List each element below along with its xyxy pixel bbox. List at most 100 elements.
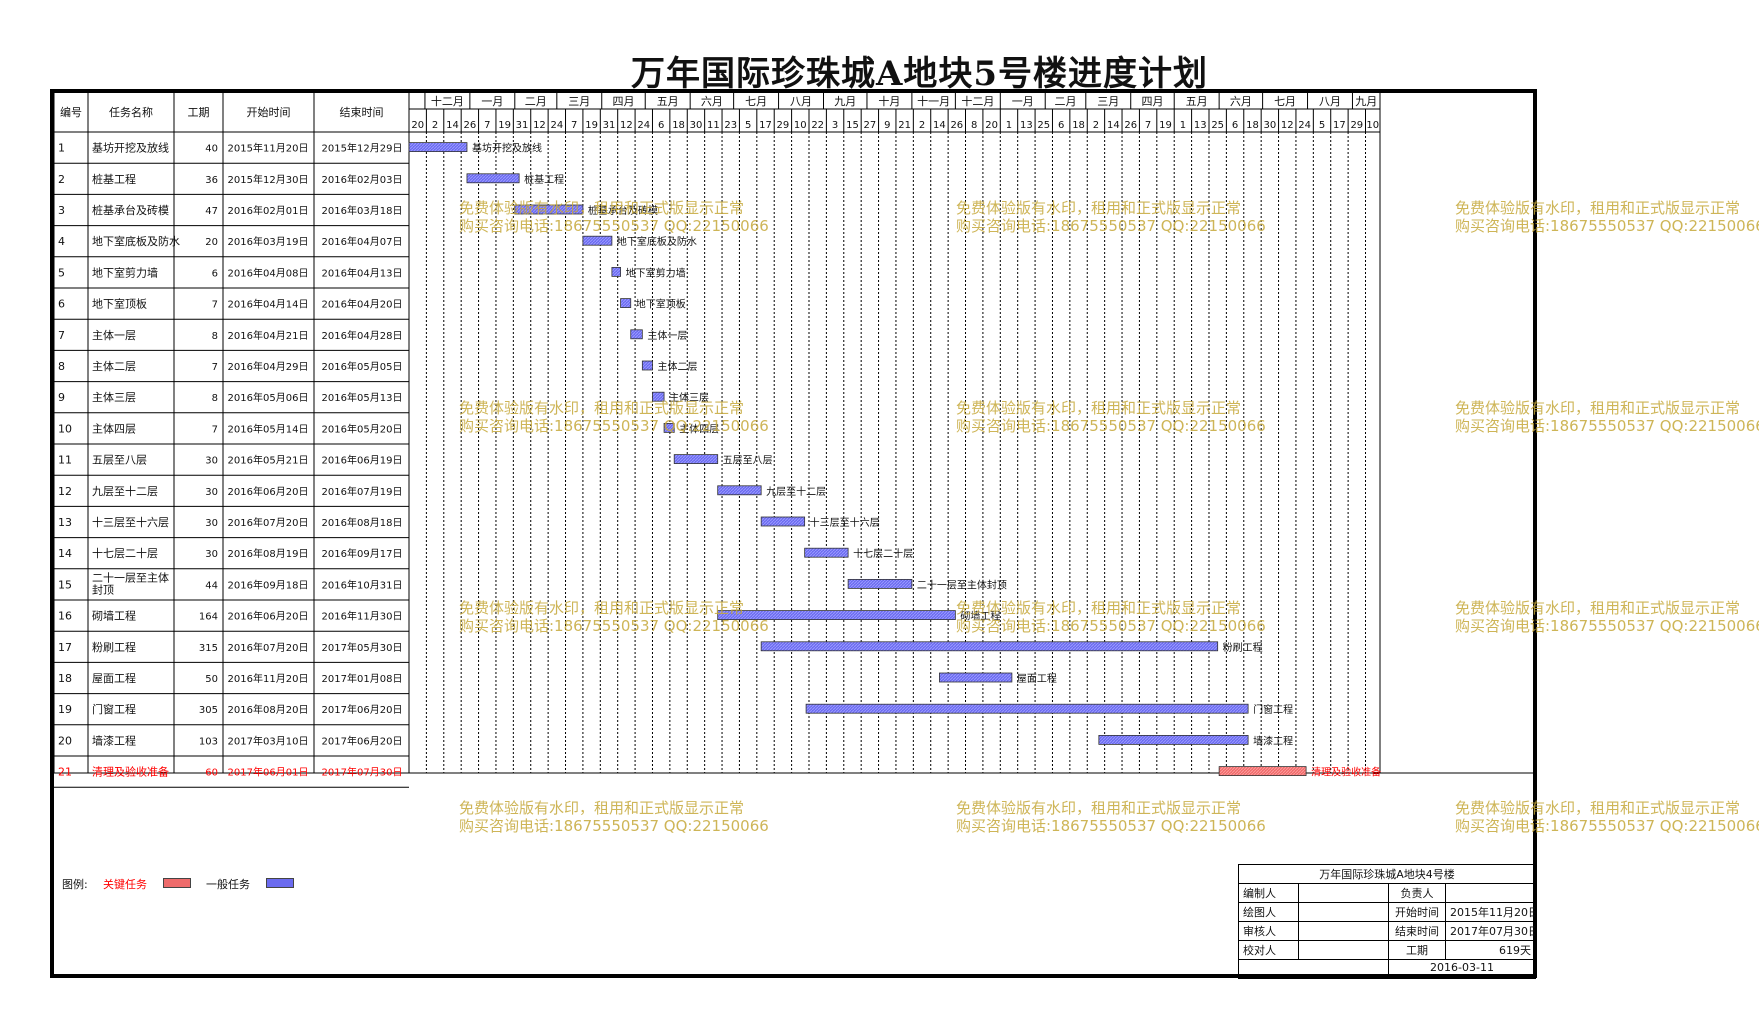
task-start: 2017年06月01日 [228, 766, 309, 779]
day-label: 22 [811, 120, 824, 131]
chart-frame [50, 89, 1537, 978]
task-duration: 6 [212, 268, 218, 279]
day-label: 18 [1072, 120, 1085, 131]
day-label: 8 [971, 120, 977, 131]
day-label: 20 [411, 120, 424, 131]
info-duration-label: 工期 [1389, 941, 1446, 959]
task-end: 2016年04月20日 [322, 298, 403, 311]
task-bar-label: 主体二层 [657, 361, 697, 373]
task-duration: 7 [212, 300, 218, 311]
column-header: 开始时间 [247, 105, 291, 119]
task-duration: 60 [205, 768, 218, 779]
day-label: 26 [1124, 120, 1137, 131]
task-id: 9 [58, 391, 65, 404]
task-id: 8 [58, 360, 65, 373]
month-label: 十二月 [431, 94, 464, 108]
task-bar-label: 地下室顶板 [636, 298, 686, 311]
task-bar [1098, 735, 1249, 745]
month-label: 一月 [1012, 95, 1034, 108]
month-label: 七月 [745, 95, 767, 108]
day-label: 25 [1037, 120, 1050, 131]
task-bar [847, 578, 913, 589]
task-bar-label: 主体一层 [647, 330, 687, 342]
legend-label: 图例: [62, 878, 88, 891]
task-id: 7 [58, 329, 65, 342]
day-label: 13 [1020, 120, 1033, 131]
day-label: 30 [1263, 120, 1276, 131]
task-end: 2016年04月07日 [322, 235, 403, 248]
info-owner-label: 负责人 [1389, 884, 1446, 902]
task-end: 2016年04月13日 [322, 266, 403, 279]
task-end: 2016年08月18日 [322, 516, 403, 529]
info-drawer-value [1299, 903, 1389, 921]
task-end: 2016年07月19日 [322, 485, 403, 498]
info-date: 2016-03-11 [1389, 960, 1536, 978]
task-bar-label: 门窗工程 [1253, 703, 1293, 716]
day-label: 14 [446, 120, 459, 131]
day-label: 24 [637, 120, 650, 131]
task-duration: 44 [205, 580, 218, 591]
task-id: 18 [58, 672, 72, 685]
legend-normal-swatch [266, 878, 294, 888]
task-start: 2016年07月20日 [228, 641, 309, 654]
task-duration: 315 [199, 643, 218, 654]
info-end-value: 2017年07月30日 [1446, 922, 1536, 940]
day-label: 7 [571, 120, 577, 131]
info-owner-value [1446, 884, 1536, 902]
task-start: 2016年07月20日 [228, 516, 309, 529]
task-id: 13 [58, 516, 72, 529]
task-end: 2016年11月30日 [322, 610, 403, 623]
info-drawer-label: 绘图人 [1239, 903, 1299, 921]
task-bar [620, 298, 632, 309]
day-label: 31 [516, 120, 529, 131]
info-duration-value: 619天 [1446, 941, 1536, 959]
day-label: 20 [985, 120, 998, 131]
task-duration: 305 [199, 705, 218, 716]
task-name: 主体二层 [92, 359, 136, 373]
day-label: 7 [484, 120, 490, 131]
task-start: 2016年04月08日 [228, 266, 309, 279]
task-end: 2016年03月18日 [322, 204, 403, 217]
task-duration: 30 [205, 549, 218, 560]
task-id: 16 [58, 610, 72, 623]
task-end: 2016年05月05日 [322, 360, 403, 373]
day-label: 24 [550, 120, 563, 131]
day-label: 12 [620, 120, 633, 131]
day-label: 1 [1006, 120, 1012, 131]
task-bar [760, 641, 1219, 652]
day-label: 15 [846, 120, 859, 131]
task-start: 2016年05月21日 [228, 454, 309, 467]
month-label: 九月 [834, 95, 856, 108]
day-label: 14 [933, 120, 946, 131]
task-id: 2 [58, 173, 65, 186]
task-name: 十三层至十六层 [92, 515, 169, 529]
day-label: 3 [832, 120, 838, 131]
task-bar-label: 粉刷工程 [1223, 641, 1263, 654]
task-bar-label: 十三层至十六层 [810, 516, 880, 529]
day-label: 25 [1211, 120, 1224, 131]
task-end: 2017年06月20日 [322, 734, 403, 747]
task-bar-label: 桩基工程 [524, 173, 564, 186]
task-name: 砌墙工程 [92, 609, 136, 623]
task-name: 地下室底板及防水 [92, 234, 180, 248]
task-bar-label: 十七层二十层 [853, 547, 913, 560]
task-bar [641, 360, 653, 371]
info-editor-value [1299, 884, 1389, 902]
column-header: 编号 [60, 105, 82, 119]
task-bar [466, 173, 520, 184]
task-duration: 7 [212, 362, 218, 373]
day-label: 31 [603, 120, 616, 131]
day-label: 29 [777, 120, 790, 131]
day-label: 18 [1246, 120, 1259, 131]
month-label: 三月 [1097, 95, 1119, 108]
month-label: 十月 [878, 94, 900, 108]
task-name: 二十一层至主体 [92, 570, 169, 584]
day-label: 10 [1366, 120, 1379, 131]
task-duration: 103 [199, 736, 218, 747]
task-bar [805, 703, 1249, 714]
day-label: 17 [759, 120, 772, 131]
day-label: 5 [745, 120, 751, 131]
task-bar [760, 516, 806, 527]
info-checker-label: 校对人 [1239, 941, 1299, 959]
day-label: 19 [498, 120, 511, 131]
